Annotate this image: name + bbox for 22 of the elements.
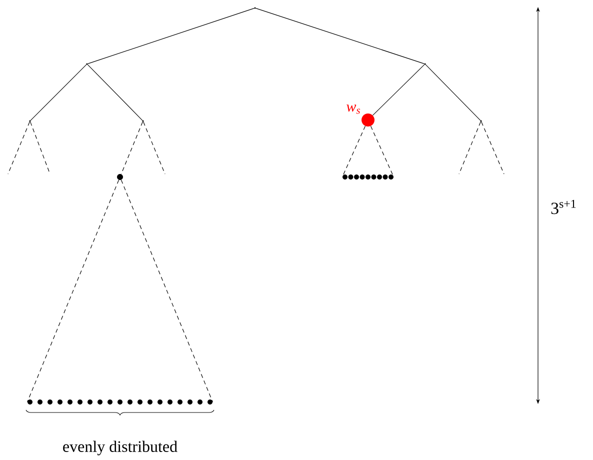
vertex-circle — [362, 114, 374, 126]
dimension-label: 3$^{s+1}$ — [551, 200, 576, 214]
dashed-line — [342, 126, 366, 178]
dashed-line — [481, 122, 504, 174]
tree-edge — [425, 64, 481, 121]
dashed-line — [458, 122, 481, 174]
dashed-line — [370, 126, 394, 178]
brace-label: evenly distributed — [63, 440, 178, 456]
vertex-label: w$_{s}$ — [346, 104, 360, 114]
dashed-line — [143, 122, 166, 174]
dot-row — [342, 174, 394, 180]
tree-edge — [30, 64, 87, 121]
dashed-line — [120, 122, 143, 174]
tree-edge — [88, 8, 254, 64]
tree-edge — [256, 8, 424, 64]
tree-edge — [372, 64, 425, 116]
dashed-line — [8, 122, 30, 174]
dashed-line — [27, 180, 120, 402]
dot-row — [28, 400, 212, 404]
tree-edge — [87, 64, 143, 121]
dashed-line — [30, 122, 50, 174]
dashed-line — [120, 180, 213, 402]
